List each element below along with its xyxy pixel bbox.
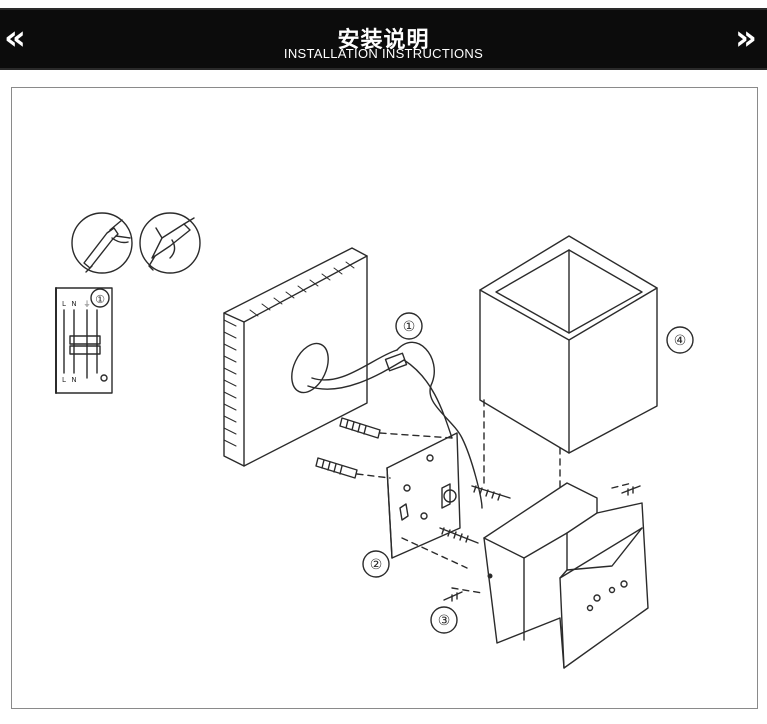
step-number-3: ③ [438,613,451,629]
wire-label-l-bottom: L [62,376,66,384]
screw-small-left [443,591,463,602]
screw-small-right [621,485,641,496]
page-title-english: INSTALLATION INSTRUCTIONS [283,46,484,61]
power-cables [307,341,483,509]
step-number-2: ② [370,557,383,573]
wire-label-n-top: N [71,300,76,308]
step-number-4: ④ [674,333,687,349]
page-title-chinese: 安装说明 [337,28,430,53]
next-arrow-icon[interactable]: » [735,18,757,58]
screw-upper [471,485,511,501]
wall-block [223,247,368,467]
wall-anchor-upper [339,417,381,439]
step-marker-2 [362,550,390,578]
screw-lower [439,527,479,544]
step-marker-4 [666,326,694,354]
diagram-frame: ① ① ② ③ ④ L N ⏚ L N [11,87,758,709]
wall-anchor-lower [315,457,358,479]
alignment-guides [356,399,633,594]
lamp-body [483,482,649,669]
previous-arrow-icon[interactable]: « [4,18,26,58]
wire-label-n-bottom: N [71,376,76,384]
header-banner: « 安装说明 INSTALLATION INSTRUCTIONS » [0,8,767,70]
step-marker-1-wiring [90,288,110,308]
wire-label-l-top: L [62,300,66,308]
screwdriver-hand-icon [71,212,133,274]
step-number-1-wiring: ① [95,293,105,306]
installation-diagram: ① ① ② ③ ④ L N ⏚ L N [55,212,694,669]
wire-label-earth-top: ⏚ [84,300,91,308]
step-number-1: ① [403,319,416,335]
mounting-bracket [386,432,461,559]
step-marker-3 [430,606,458,634]
cutter-hand-icon [139,212,201,274]
step-marker-1 [395,312,423,340]
lamp-shade-cube [479,235,658,454]
wiring-terminal-panel [55,287,113,394]
